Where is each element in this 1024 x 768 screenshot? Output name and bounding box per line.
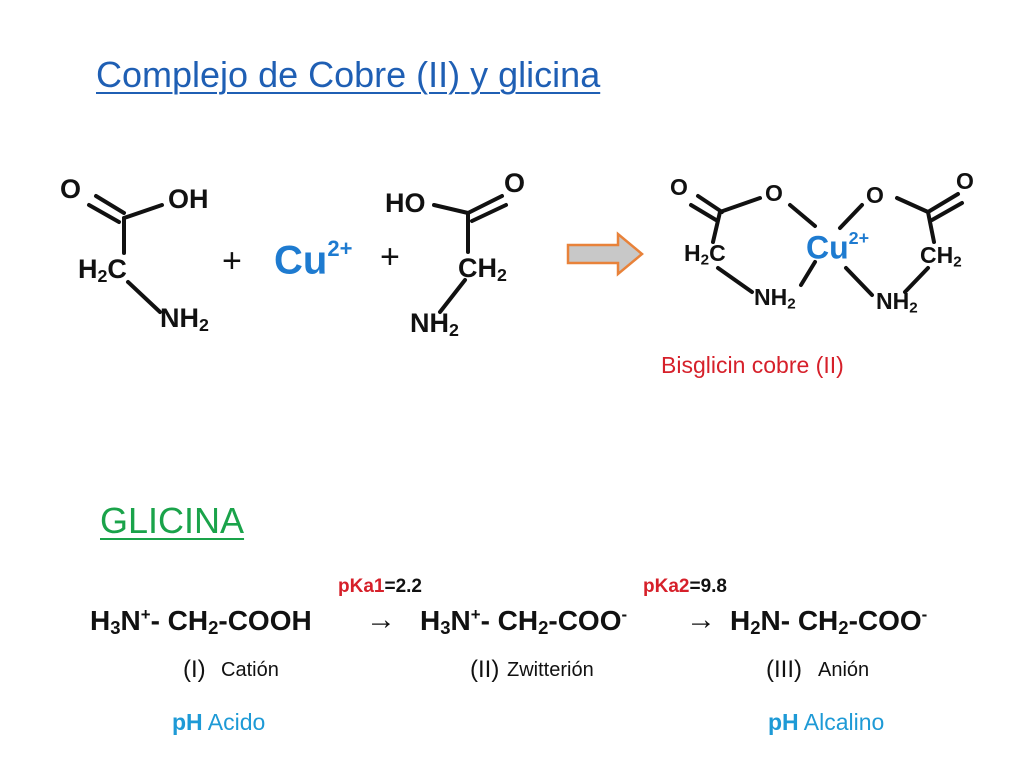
reaction-arrow-icon [566,231,644,277]
species-name: Zwitterión [507,659,594,681]
left-hydroxyl: OH [168,184,209,214]
left-amine: NH2 [160,303,209,335]
species-name: Catión [221,659,279,681]
copper-ion: Cu2+ [274,236,353,283]
plus-sign-2: + [380,238,400,276]
ph-alkaline-label: pH Alcalino [768,709,885,735]
pka2-label: pKa2=9.8 [643,576,727,597]
cation-formula: H3N+- CH2-COOH [90,605,312,639]
page-title: Complejo de Cobre (II) y glicina [96,54,601,95]
product-nh2-left: NH2 [754,284,796,313]
pka1-label: pKa1=2.2 [338,576,422,597]
right-carbonyl-oxygen: O [504,168,526,198]
species-name: Anión [818,659,870,681]
right-hydroxyl: HO [385,188,426,218]
equilibrium-arrow-icon: → [686,603,716,636]
left-carbonyl-oxygen: O [60,174,82,204]
equilibrium-arrow-icon: → [366,603,396,636]
product-o-right: O [956,168,974,194]
right-amine: NH2 [410,308,459,340]
species-roman: (II) [470,656,500,683]
product-nh2-right: NH2 [876,288,918,317]
product-label: Bisglicin cobre (II) [661,352,844,378]
product-ch2-left: H2C [684,240,726,269]
product-ch2-right: CH2 [920,242,962,271]
species-roman: (III) [766,656,802,683]
plus-sign-1: + [222,242,242,280]
product-o-bridge-left: O [765,180,783,206]
species-roman: (I) [183,656,206,683]
product-copper: Cu2+ [806,228,870,266]
product-o-left: O [670,174,688,200]
product-o-bridge-right: O [866,182,884,208]
left-methylene: H2C [78,254,127,286]
anion-formula: H2N- CH2-COO- [730,605,928,639]
right-methylene: CH2 [458,253,507,285]
ph-acid-label: pH Acido [172,709,266,735]
glicina-title: GLICINA [100,500,245,541]
zwitterion-formula: H3N+- CH2-COO- [420,605,628,639]
